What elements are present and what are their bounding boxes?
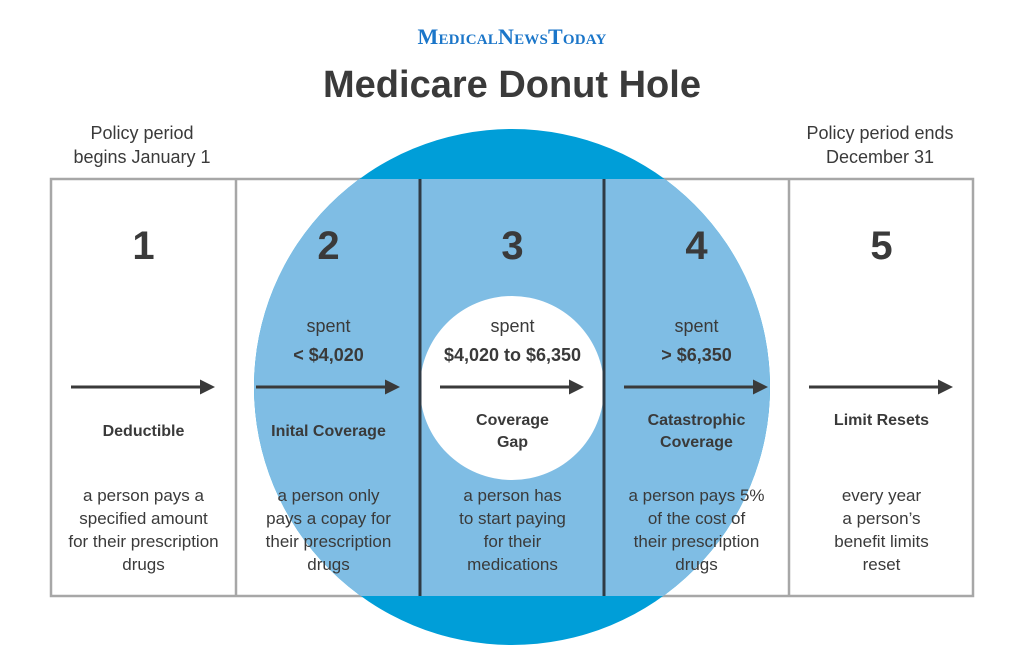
stage-number: 1 bbox=[132, 224, 155, 268]
period-end-label: Policy period ends December 31 bbox=[770, 121, 990, 169]
stage-description-line: a person’s bbox=[842, 509, 921, 528]
stage-spent-label: spent bbox=[306, 316, 351, 336]
period-end-line-2: December 31 bbox=[825, 147, 935, 167]
stage-description-line: a person pays 5% bbox=[628, 486, 765, 505]
stage-spent-label: spent bbox=[674, 316, 719, 336]
stage-description: a person only pays a copay for their presc… bbox=[236, 484, 421, 576]
period-start-label: Policy period begins January 1 bbox=[32, 121, 252, 169]
stage-spent-amount: $4,020 to $6,350 bbox=[443, 345, 582, 365]
stage-description-line: their prescription bbox=[265, 532, 392, 551]
stage-label: Limit Resets bbox=[833, 412, 930, 429]
stage-description-line: their prescription bbox=[633, 532, 760, 551]
stage-label: Coverage Gap bbox=[476, 412, 549, 451]
stage-description-line: drugs bbox=[122, 555, 165, 574]
stage-description-line: of the cost of bbox=[647, 509, 746, 528]
stage-description-line: a person has bbox=[463, 486, 562, 505]
stage-label: Catastrophic Coverage bbox=[647, 412, 746, 451]
page-title: Medicare Donut Hole bbox=[323, 64, 701, 106]
stage-description: a person pays a specified amount for their… bbox=[51, 484, 236, 576]
stage-description-line: for their bbox=[483, 532, 542, 551]
stage-spent: spent $4,020 to $6,350 bbox=[420, 312, 605, 370]
stage-number: 4 bbox=[685, 224, 708, 268]
stage-description-line: a person only bbox=[277, 486, 380, 505]
stage-description-line: reset bbox=[862, 555, 901, 574]
period-start-line-1: Policy period bbox=[90, 123, 194, 143]
stage-number: 3 bbox=[501, 224, 524, 268]
stage-label: Inital Coverage bbox=[271, 423, 386, 440]
period-start-line-2: begins January 1 bbox=[73, 147, 211, 167]
logo: MedicalNewsToday bbox=[417, 24, 607, 49]
stage-number: 2 bbox=[317, 224, 340, 268]
stage-spent-label: spent bbox=[490, 316, 535, 336]
stage-number: 5 bbox=[870, 224, 893, 268]
stage-description-line: for their prescription bbox=[68, 532, 219, 551]
stage-description: a person pays 5% of the cost of their pres… bbox=[604, 484, 789, 576]
stage-description-line: to start paying bbox=[459, 509, 566, 528]
stage-description-line: specified amount bbox=[79, 509, 208, 528]
stage-description-line: pays a copay for bbox=[266, 509, 391, 528]
stage-label: Deductible bbox=[102, 423, 185, 440]
stage-description-line: drugs bbox=[675, 555, 718, 574]
period-end-line-1: Policy period ends bbox=[806, 123, 954, 143]
stage-spent-amount: > $6,350 bbox=[661, 345, 732, 365]
stage-description-line: benefit limits bbox=[834, 532, 929, 551]
stage-description: a person has to start paying for their medi… bbox=[420, 484, 605, 576]
stage-description-line: a person pays a bbox=[83, 486, 204, 505]
stage-description-line: drugs bbox=[307, 555, 350, 574]
stage-spent-amount: < $4,020 bbox=[293, 345, 364, 365]
stage-description: every year a person’s benefit limits reset bbox=[789, 484, 974, 576]
stage-spent: spent < $4,020 bbox=[236, 312, 421, 370]
stage-spent: spent > $6,350 bbox=[604, 312, 789, 370]
stage-description-line: medications bbox=[467, 555, 558, 574]
stage-description-line: every year bbox=[841, 486, 922, 505]
